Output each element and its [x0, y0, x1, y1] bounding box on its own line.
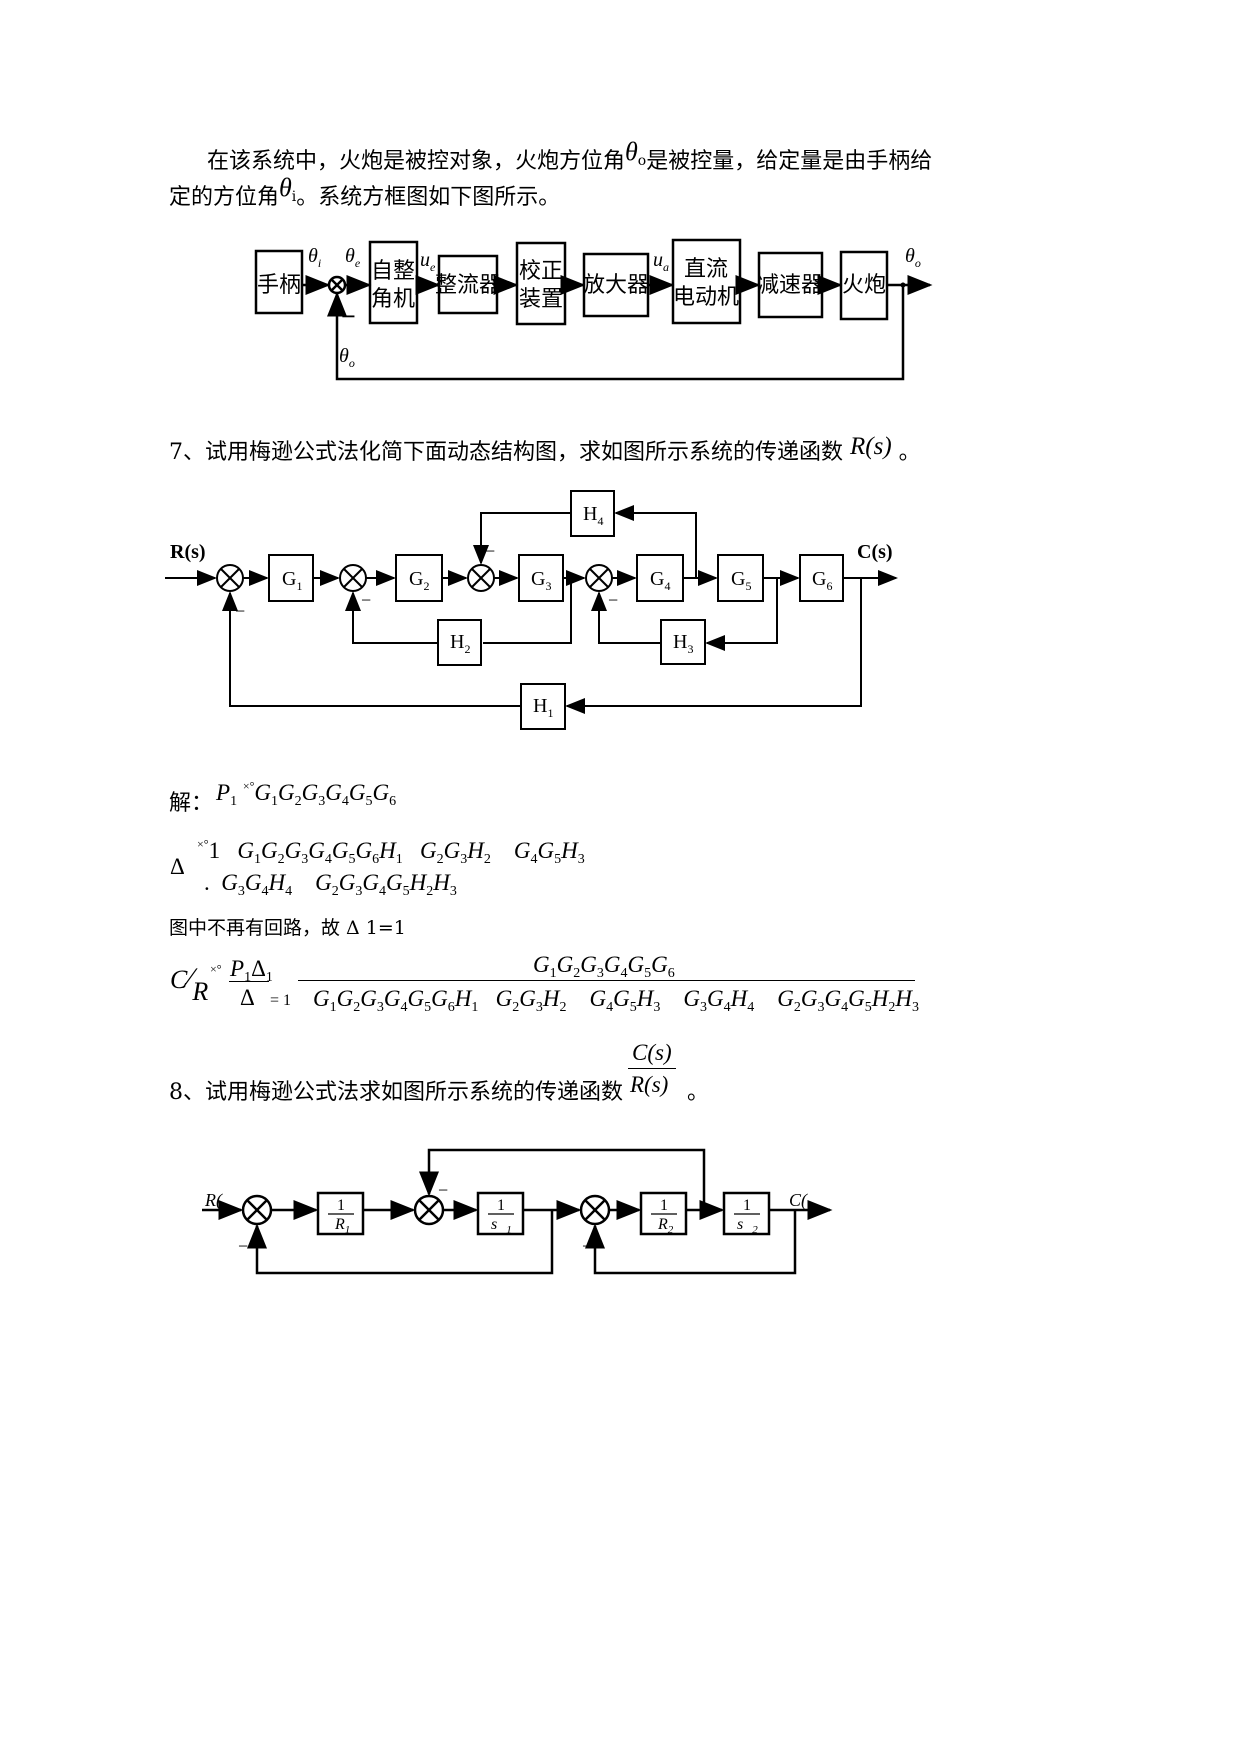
intro-text-d: 。系统方框图如下图所示。 [296, 185, 561, 210]
gun-label: 火炮 [842, 273, 886, 298]
intro-text-b: 是被控量，给定量是由手柄给 [646, 149, 933, 174]
corrector-label-1: 校正 [519, 259, 563, 284]
q8-b2-num: 1 [497, 1197, 505, 1214]
cr-lhs: C∕R [170, 962, 209, 1006]
question-7-text: 7、试用梅逊公式法化简下面动态结构图，求如图所示系统的传递函数 [169, 440, 843, 465]
amplifier-label: 放大器 [583, 273, 649, 298]
equals-sign: = 1 [270, 992, 292, 1009]
q8-minus-3: − [582, 1236, 592, 1256]
approx-sym: ×° [210, 962, 222, 976]
motor-label-2: 电动机 [673, 285, 739, 310]
minus-sum-1: − [235, 601, 245, 621]
question-8: 8、试用梅逊公式法求如图所示系统的传递函数 。 [169, 1079, 709, 1107]
q8-output-label: C( [789, 1190, 808, 1211]
question-7-expr: R(s) [850, 433, 892, 460]
rectifier-label: 整流器 [435, 273, 501, 298]
solution-label: 解： [169, 791, 214, 816]
delta-line-2: . G3G4H4 G2G3G4G5H2H3 [204, 870, 457, 899]
corrector-label-2: 装置 [519, 287, 563, 312]
intro-line-1: 在该系统中，火炮是被控对象，火炮方位角θo是被控量，给定量是由手柄给 [207, 137, 933, 175]
frac-bar-small [229, 981, 269, 982]
q8-input-label: R( [204, 1190, 223, 1211]
q8-b1-num: 1 [337, 1197, 345, 1214]
q8-numerator: C(s) [632, 1040, 672, 1065]
theta-o-symbol: θ [625, 137, 638, 166]
artillery-block-diagram: 手柄 自整 角机 整流器 校正 装置 放大器 直流 电动机 减速器 火炮 θi … [254, 238, 933, 381]
p1-equation: P1 ×°G1G2G3G4G5G6 [216, 779, 397, 809]
frac-num: P1Δ1 [230, 956, 273, 985]
q8-minus-1: − [238, 1236, 248, 1256]
intro-text-c: 定的方位角 [169, 185, 280, 210]
result-numerator: G1G2G3G4G5G6 [533, 952, 675, 981]
q8-b4-num: 1 [743, 1197, 751, 1214]
block-handle [254, 249, 304, 315]
question-8-text: 8、试用梅逊公式法求如图所示系统的传递函数 [169, 1080, 623, 1105]
minus-sum-2: − [361, 590, 371, 610]
intro-text-a: 在该系统中，火炮是被控对象，火炮方位角 [207, 149, 626, 174]
minus-sum-4: − [608, 590, 618, 610]
output-c-label: C(s) [857, 541, 893, 563]
delta-line-1: ×°1 G1G2G3G4G5G6H1 G2G3H2 G4G5H3 [197, 837, 585, 867]
minus-sign: − [341, 302, 356, 331]
delta-symbol: Δ [170, 854, 185, 879]
q8-denominator: R(s) [630, 1072, 669, 1097]
frac-den: Δ [240, 985, 255, 1010]
q8-minus-2: − [438, 1180, 448, 1200]
intro-line-2: 定的方位角θi。系统方框图如下图所示。 [169, 173, 561, 211]
question-8-end: 。 [687, 1080, 710, 1105]
minus-sum-3: − [485, 541, 495, 561]
mason-block-diagram: R(s) C(s) G1 G2 G3 G4 G5 G6 H4 H2 H3 H1 … [165, 490, 898, 730]
selsyn-label-2: 角机 [371, 287, 415, 312]
q8-fraction-bar [628, 1068, 676, 1069]
question-7: 7、试用梅逊公式法化简下面动态结构图，求如图所示系统的传递函数 R(s) 。 [169, 433, 921, 467]
handle-label: 手柄 [257, 273, 301, 298]
q8-b3-num: 1 [660, 1197, 668, 1214]
motor-label-1: 直流 [684, 257, 728, 282]
selsyn-label-1: 自整 [371, 259, 415, 284]
result-fraction-bar [298, 980, 915, 981]
theta-i-symbol: θ [279, 173, 292, 202]
question-7-end: 。 [898, 440, 921, 465]
reducer-label: 减速器 [757, 273, 823, 298]
input-r-label: R(s) [170, 541, 206, 563]
result-denominator: G1G2G3G4G5G6H1 G2G3H2 G4G5H3 G3G4H4 G2G3… [313, 986, 919, 1015]
no-loops-note: 图中不再有回路，故 Δ 1=1 [169, 917, 406, 939]
